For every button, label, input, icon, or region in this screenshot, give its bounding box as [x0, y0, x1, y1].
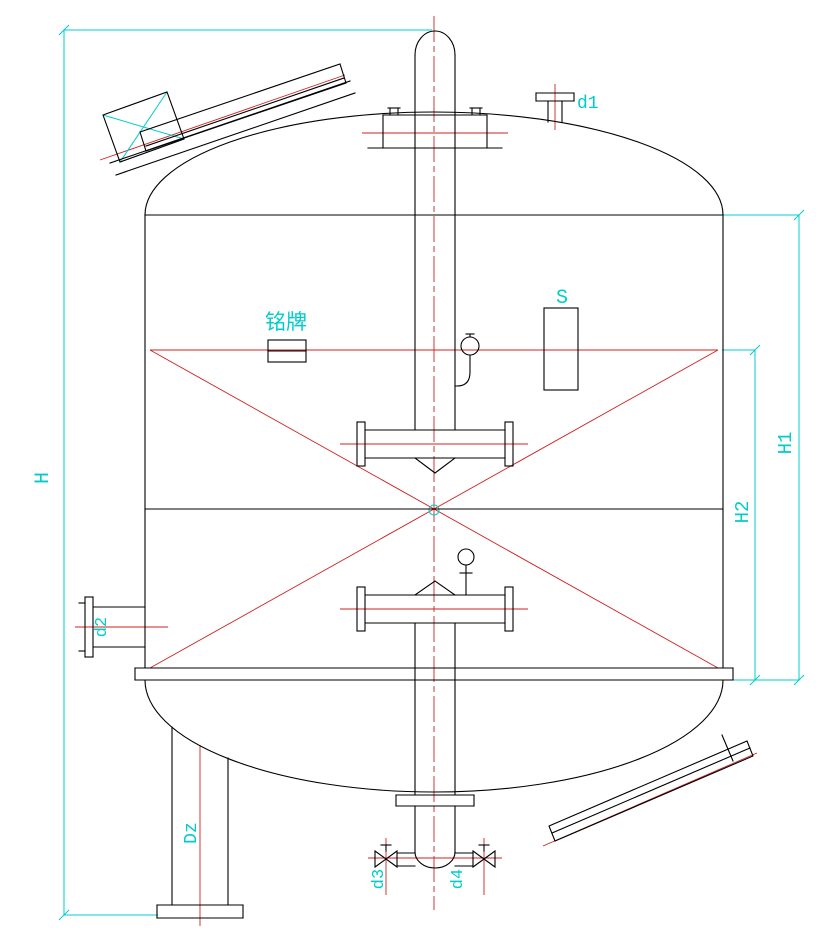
bracket-cross: [119, 91, 168, 163]
gauge-siphon: [454, 354, 471, 387]
ladder-arm-bottom-right: [548, 734, 754, 842]
center-mark: [428, 504, 440, 516]
pipe-cap: [414, 30, 456, 56]
header-flange-left: [356, 421, 366, 467]
label-h2: H2: [732, 501, 754, 524]
valve-d4: [472, 849, 496, 869]
arm-end-tick: [721, 734, 734, 762]
pressure-gauge-upper: [454, 333, 480, 387]
header-flange-left: [356, 586, 366, 632]
header-flange-right: [504, 421, 514, 467]
label-d2: d2: [93, 617, 112, 637]
label-h1: H1: [775, 432, 797, 455]
top-nozzle-assembly: [367, 30, 503, 431]
labels: H H1 H2 Dz d1 d2 d3 d4 S 铭牌: [32, 94, 797, 889]
manway-arm-top-left: [102, 63, 356, 176]
header-cone: [414, 457, 456, 474]
gauge-dial: [457, 548, 475, 566]
arm-plate: [139, 63, 347, 152]
lower-distributor: [356, 580, 514, 632]
label-h: H: [32, 472, 55, 484]
upper-distributor: [356, 421, 514, 474]
top-head: [144, 111, 724, 216]
arm-top-left-centerline: [99, 74, 346, 161]
pipe-u-bend: [414, 851, 456, 869]
vessel-geometry: [78, 30, 754, 919]
arm-inner-line: [145, 77, 345, 147]
arm-rail: [109, 80, 351, 164]
arm-plate: [548, 740, 754, 842]
arm-bracket-box: [102, 91, 185, 163]
support-leg-left: [156, 726, 244, 919]
bottom-pipe-assembly: [374, 622, 496, 869]
valve-d3: [374, 849, 398, 869]
vessel-shell: [134, 111, 734, 793]
pressure-gauge-lower: [457, 548, 475, 596]
label-dz: Dz: [182, 822, 202, 844]
nameplate-outline: [267, 339, 307, 363]
arm-inner-line: [551, 747, 751, 834]
sight-glass-outline: [543, 307, 579, 391]
gauge-dial: [460, 336, 480, 356]
dimension-lines: [58, 24, 805, 921]
nozzle-d1: [535, 92, 575, 123]
bottom-head: [144, 679, 724, 793]
label-nameplate: 铭牌: [265, 311, 307, 336]
label-d4: d4: [449, 869, 468, 889]
label-d3: d3: [370, 869, 389, 889]
label-d1: d1: [577, 94, 599, 114]
label-sight-glass: S: [556, 287, 568, 310]
arm-rail: [115, 92, 356, 176]
nozzle-d2: [78, 596, 146, 658]
header-flange-right: [504, 586, 514, 632]
header-cone: [414, 580, 456, 596]
